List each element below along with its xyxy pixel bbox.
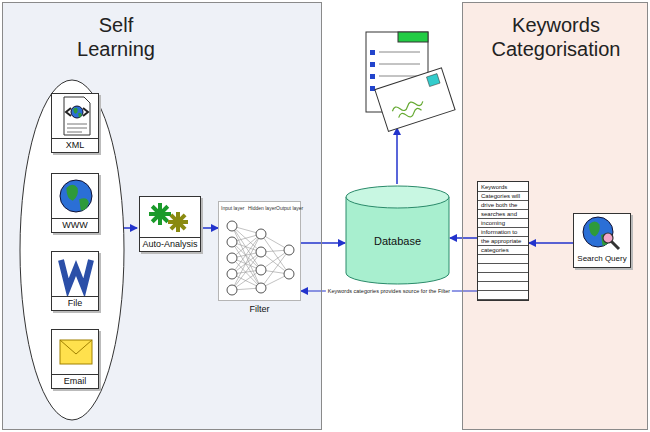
filter-box: Input layer Hidden layerOutput layerFilte…	[218, 201, 301, 315]
report-icon	[366, 32, 455, 131]
source-icon	[52, 252, 98, 296]
panel-title: Keywords Categorisation	[486, 3, 626, 61]
layer-label: Output layer	[276, 205, 303, 211]
icon-part	[83, 108, 88, 116]
icon-part	[611, 241, 619, 249]
icon-part	[227, 269, 237, 279]
source-box: Email	[51, 329, 99, 389]
icon-part	[603, 233, 613, 243]
icon-part	[284, 269, 294, 279]
database-label: Database	[374, 223, 421, 247]
layer-label-box: Input layer	[221, 205, 244, 211]
icon-part	[66, 185, 78, 201]
database-cylinder: Database	[345, 185, 450, 285]
keyword-table: Keywords Categories will drive both the …	[477, 181, 529, 301]
icon-part	[227, 253, 237, 263]
icon-part	[78, 113, 82, 118]
neural-net-frame: Input layer Hidden layerOutput layer	[218, 201, 301, 301]
keyword-text: Keywords Categories will drive both the …	[481, 183, 525, 255]
process-box: Auto-Analysis	[139, 196, 201, 252]
panel-ground	[462, 2, 648, 430]
layer-label: Hidden layer	[248, 205, 276, 211]
source-box: WWW	[51, 173, 99, 233]
source-icon	[52, 330, 98, 374]
icon-part	[256, 283, 266, 293]
icon-part	[227, 237, 237, 247]
source-box: File	[51, 251, 99, 311]
icon-part	[171, 215, 185, 229]
source-ellipse	[20, 80, 124, 420]
layer-label: Input layer	[221, 205, 244, 211]
neural-net-figure	[219, 202, 300, 300]
output-arrow	[396, 128, 398, 184]
icon-part	[583, 217, 613, 247]
layer-label-box: Hidden layer	[248, 205, 276, 211]
region-panel: Self LearningXML WWW FileEmail Auto-Analysi…	[2, 2, 322, 430]
region-panel: Keywords CategorisationKeywords Categori…	[462, 2, 648, 430]
source-box: XML	[51, 93, 99, 153]
panel-title: Self Learning	[66, 3, 166, 61]
query-icon	[574, 214, 630, 252]
icon-part	[67, 124, 87, 125]
icon-part	[60, 340, 92, 364]
icon-part	[256, 229, 266, 239]
icon-part	[67, 128, 87, 129]
layer-label-box: Output layer	[276, 205, 303, 211]
edge-label: Keywords categories provides source for …	[328, 288, 450, 295]
connector-arrow	[301, 242, 345, 244]
connector-arrow	[529, 242, 573, 244]
icon-part	[67, 132, 82, 133]
source-label: XML	[52, 138, 98, 152]
source-label: Email	[52, 374, 98, 388]
query-label: Search Query	[574, 252, 630, 267]
icon-part	[589, 222, 600, 237]
panel-ground	[2, 2, 322, 430]
icon-part	[79, 198, 89, 210]
source-arrow	[124, 227, 137, 229]
query-box: Search Query	[573, 213, 631, 268]
icon-part	[60, 180, 92, 212]
icon-part	[256, 247, 266, 257]
icon-part	[61, 260, 91, 288]
source-label: File	[52, 296, 98, 310]
connector-arrow	[450, 237, 477, 239]
icon-part	[66, 108, 71, 116]
source-label: WWW	[52, 218, 98, 232]
connector-arrow	[201, 227, 218, 229]
icon-part	[71, 106, 83, 118]
cylinder-body	[346, 197, 449, 284]
icon-part	[227, 285, 237, 295]
source-icon	[52, 94, 98, 138]
icon-part	[60, 340, 92, 354]
icon-part	[256, 265, 266, 275]
icon-part	[227, 221, 237, 231]
analysis-icon	[140, 197, 200, 237]
filter-label: Filter	[218, 301, 301, 315]
icon-part	[152, 206, 168, 222]
icon-part	[284, 245, 294, 255]
icon-part	[73, 108, 77, 114]
process-label: Auto-Analysis	[140, 237, 200, 251]
cylinder-top	[346, 186, 449, 208]
source-icon	[52, 174, 98, 218]
edge-label-box: Keywords categories provides source for …	[326, 288, 452, 295]
icon-part	[64, 97, 90, 135]
